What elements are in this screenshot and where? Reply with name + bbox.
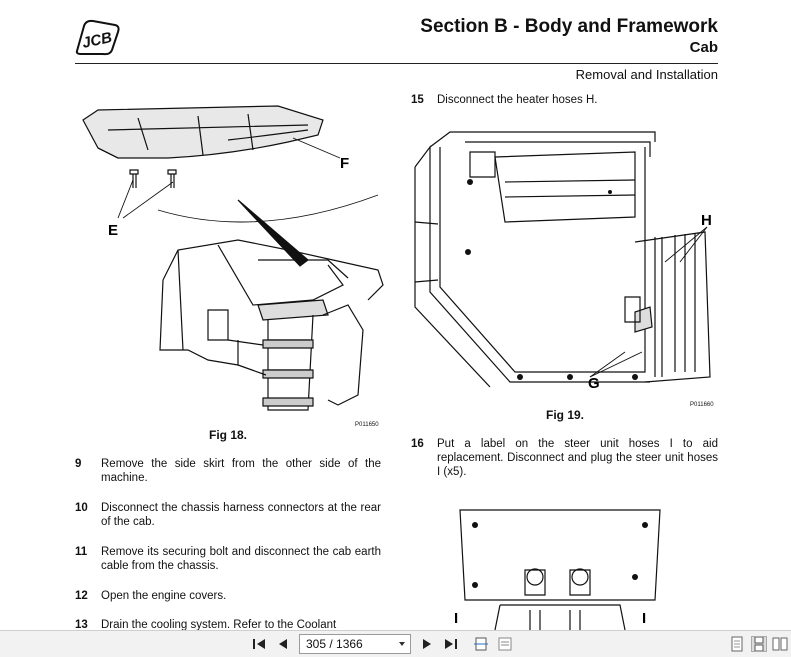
step-12: 12 Open the engine covers.: [75, 589, 383, 605]
fig18-illustration: F E: [82, 105, 384, 411]
fig20-label-i-right: I: [642, 610, 646, 627]
page-number-selector[interactable]: 305 / 1366: [299, 634, 411, 654]
step-text: Remove its securing bolt and disconnect …: [101, 546, 381, 572]
page-indicator: 305 / 1366: [306, 637, 363, 651]
fig18-label-f: F: [340, 155, 349, 172]
header-divider: [75, 63, 718, 64]
last-page-icon[interactable]: [443, 636, 459, 652]
fig20-illustration: I I: [454, 509, 661, 630]
fig20-label-i-left: I: [454, 610, 458, 627]
step-number: 15: [411, 94, 424, 106]
fig18-code: P011650: [355, 422, 379, 428]
viewer-toolbar: 305 / 1366: [0, 630, 791, 657]
step-11: 11 Remove its securing bolt and disconne…: [75, 545, 383, 575]
fig19-label-h: H: [701, 212, 712, 229]
facing-view-icon[interactable]: [772, 636, 788, 652]
fig18-caption: Fig 18.: [209, 428, 248, 442]
fig18-label-e: E: [108, 222, 118, 239]
single-page-view-icon[interactable]: [729, 636, 745, 652]
fit-page-icon[interactable]: [473, 636, 489, 652]
fit-width-icon[interactable]: [497, 636, 513, 652]
fig19-code: P011660: [690, 402, 714, 408]
step-text: Remove the side skirt from the other sid…: [101, 458, 381, 484]
fig19-label-g: G: [588, 375, 600, 392]
previous-page-icon[interactable]: [275, 636, 291, 652]
step-number: 10: [75, 502, 88, 514]
first-page-icon[interactable]: [251, 636, 267, 652]
next-page-icon[interactable]: [419, 636, 435, 652]
step-16: 16 Put a label on the steer unit hoses I…: [411, 437, 718, 487]
fig19-caption: Fig 19.: [546, 408, 585, 422]
step-text: Put a label on the steer unit hoses I to…: [437, 438, 718, 478]
continuous-view-icon[interactable]: [751, 636, 767, 652]
step-text: Disconnect the heater hoses H.: [437, 94, 598, 106]
jcb-logo: JCB: [75, 19, 120, 56]
fig19-illustration: H G: [414, 131, 712, 392]
step-number: 11: [75, 546, 88, 558]
logo-text: JCB: [81, 29, 114, 52]
step-text: Open the engine covers.: [101, 590, 227, 602]
step-number: 12: [75, 590, 88, 602]
chevron-down-icon: [399, 642, 405, 646]
step-13: 13 Drain the cooling system. Refer to th…: [75, 618, 383, 630]
procedure-heading: Removal and Installation: [575, 67, 718, 82]
step-number: 16: [411, 438, 424, 450]
step-text: Drain the cooling system. Refer to the C…: [101, 619, 337, 630]
step-10: 10 Disconnect the chassis harness connec…: [75, 501, 383, 531]
document-page: JCB Section B - Body and Framework Cab R…: [75, 16, 718, 630]
step-number: 13: [75, 619, 88, 630]
step-9: 9 Remove the side skirt from the other s…: [75, 457, 383, 487]
section-subtitle: Cab: [689, 39, 718, 56]
step-text: Disconnect the chassis harness connector…: [101, 502, 381, 528]
section-title: Section B - Body and Framework: [420, 16, 718, 37]
step-number: 9: [75, 458, 82, 470]
